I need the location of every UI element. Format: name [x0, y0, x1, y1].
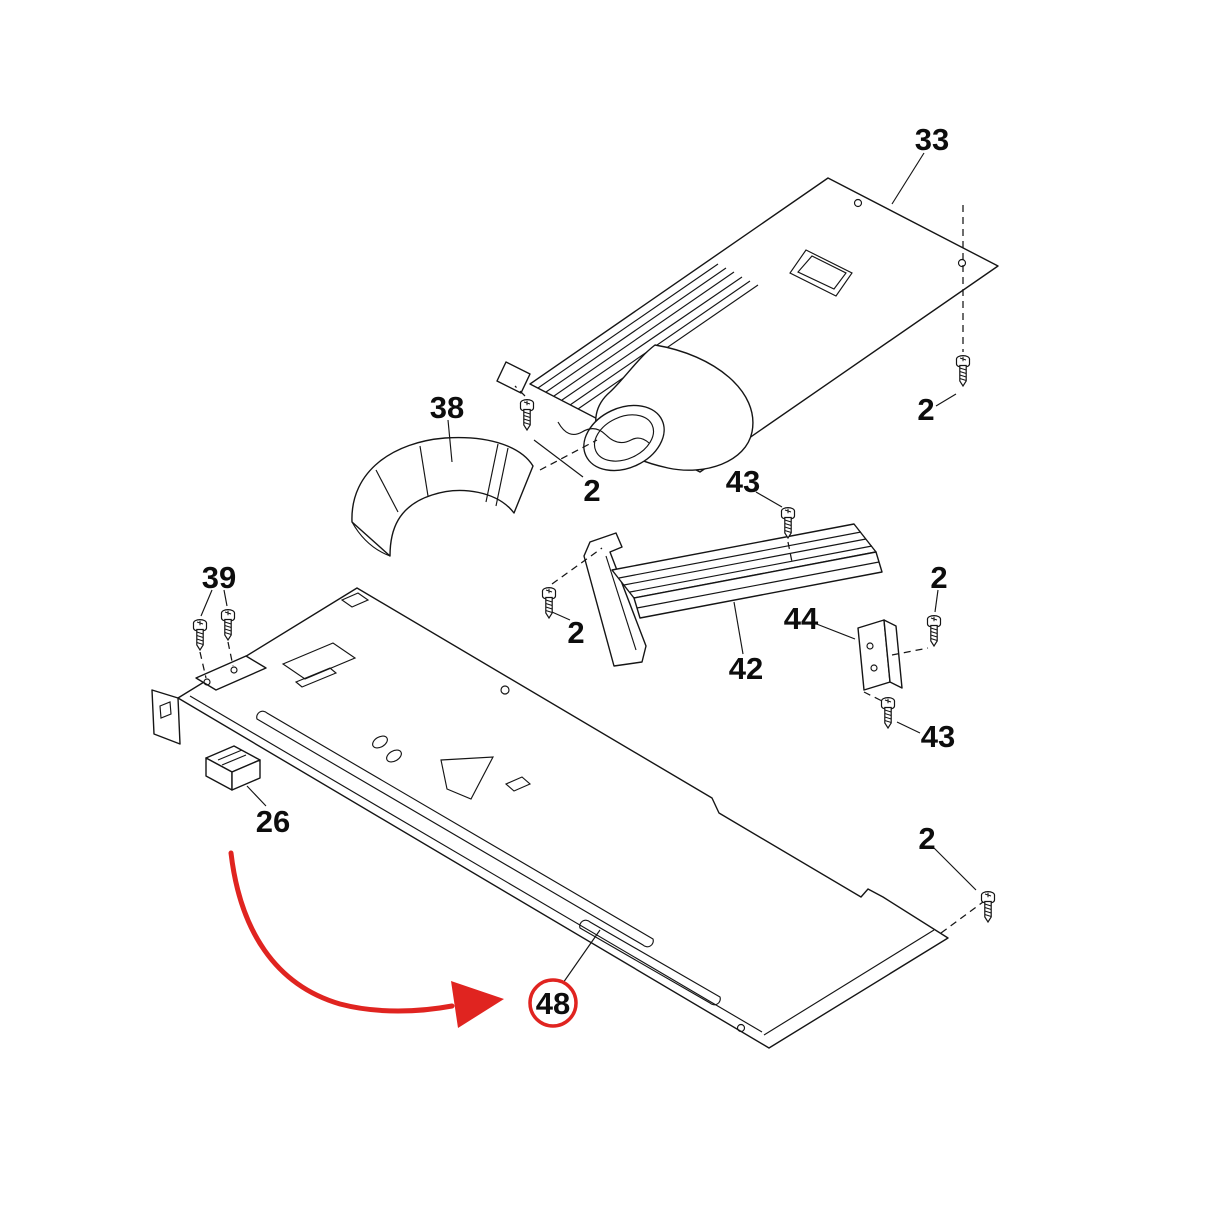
blower-outlet-opening: [593, 414, 655, 462]
leader-line: [733, 601, 744, 655]
leader-line: [551, 611, 571, 621]
part-label-38: 38: [430, 390, 464, 425]
base-panel-end-cap: [151, 689, 181, 745]
dashed-guide-line: [199, 651, 207, 679]
screw-icon: [880, 696, 896, 729]
part-label-43-rail: 43: [726, 464, 760, 499]
mount-plate: [195, 655, 267, 691]
part-label-48: 48: [536, 986, 570, 1021]
dashed-guide-line: [787, 541, 793, 563]
block-slot: [221, 754, 247, 766]
dashed-guide-line: [551, 547, 603, 585]
leader-line: [200, 589, 213, 617]
leader-lines: [200, 152, 977, 984]
part-26-block: [205, 745, 261, 791]
leader-line: [562, 929, 601, 984]
panel-long-slot-lower: [579, 919, 721, 1006]
dashed-guide-line: [539, 439, 598, 471]
panel-right-fold-line: [763, 929, 935, 1036]
panel-small-hole: [340, 592, 370, 608]
screw-icon: [192, 618, 208, 651]
screw-icon: [955, 355, 971, 387]
leader-line: [246, 785, 267, 807]
leader-line: [891, 152, 925, 205]
panel-rect-cutout-notch: [294, 667, 338, 688]
part-label-26: 26: [256, 804, 290, 839]
highlight-arrow: [228, 850, 455, 1014]
bracket-hole: [870, 664, 878, 672]
panel-round-hole: [736, 1023, 746, 1033]
screw-hole: [853, 198, 863, 208]
panel-round-hole: [500, 685, 510, 695]
blower-outlet: [583, 404, 665, 472]
rail-bracket-fold: [605, 555, 637, 651]
labels: 33 38 2 2 43 2 42 44 2 43 39 26 2 48: [202, 122, 955, 1021]
screw-hole: [957, 258, 967, 268]
rail-ribs: [618, 531, 880, 609]
part-label-2-bottom: 2: [918, 821, 935, 856]
mount-hole: [230, 666, 238, 674]
part-label-2-bracket: 2: [930, 560, 947, 595]
panel-hem-line: [189, 695, 763, 1033]
dashed-guide-line: [514, 385, 526, 397]
leader-line: [935, 393, 957, 407]
panel-trapezoid-cutout: [440, 756, 494, 800]
screw-icon: [519, 399, 535, 431]
leader-line: [755, 491, 783, 508]
dashed-guide-line: [227, 641, 234, 667]
leader-line: [896, 721, 921, 734]
panel-square-hole: [504, 776, 532, 792]
panel-edge-tab: [496, 361, 531, 394]
dashed-guide-line: [891, 647, 929, 656]
part-label-39: 39: [202, 560, 236, 595]
elbow-end-face: [351, 521, 391, 557]
elbow-body: [351, 436, 534, 557]
vent-ribs: [537, 263, 759, 410]
leader-line: [533, 439, 584, 478]
housing-flange-wave: [557, 421, 650, 444]
panel-rect-cutout: [281, 642, 357, 680]
highlight-arrowhead: [451, 981, 504, 1028]
part-48-base-panel: [151, 587, 949, 1049]
part-label-33: 33: [915, 122, 949, 157]
part-33-blower-top-panel: [496, 177, 999, 473]
part-label-2-right: 2: [917, 392, 934, 427]
part-label-42: 42: [729, 651, 763, 686]
dashed-guide-line: [863, 691, 885, 703]
panel-cutout-inner: [797, 255, 847, 290]
part-label-43-lower: 43: [921, 719, 955, 754]
leader-line: [223, 589, 228, 607]
part-38-elbow-duct: [351, 436, 534, 557]
dashed-guide-line: [940, 901, 984, 934]
screw-icon: [541, 586, 557, 619]
highlight-circle: [528, 978, 578, 1028]
panel-oval-hole: [386, 749, 402, 763]
leader-line: [934, 589, 939, 613]
screw-icon: [926, 614, 942, 647]
screw-icon: [980, 890, 996, 923]
screw-icon: [780, 507, 796, 539]
mount-hole: [203, 678, 211, 686]
screw-icon: [220, 608, 236, 641]
part-44-bracket: [857, 619, 903, 691]
leader-line: [933, 847, 977, 891]
part-label-2-elbow: 2: [583, 473, 600, 508]
end-cap-slot: [159, 701, 172, 719]
panel-cutout-outer: [789, 249, 853, 297]
base-panel-face: [177, 587, 949, 1049]
block-slot: [217, 749, 243, 761]
dashed-alignment-lines: [199, 205, 984, 934]
bracket-side-face: [883, 619, 903, 689]
highlight: [228, 850, 578, 1028]
part-label-44: 44: [784, 601, 819, 636]
panel-oval-hole: [372, 735, 388, 749]
elbow-seams: [375, 443, 509, 513]
part-label-2-rail: 2: [567, 615, 584, 650]
leader-line: [447, 419, 453, 463]
panel-long-slot: [256, 710, 654, 948]
part-42-rail: [583, 523, 883, 667]
leader-line: [813, 622, 856, 640]
bracket-hole: [866, 642, 874, 650]
block-side-face: [231, 759, 261, 791]
